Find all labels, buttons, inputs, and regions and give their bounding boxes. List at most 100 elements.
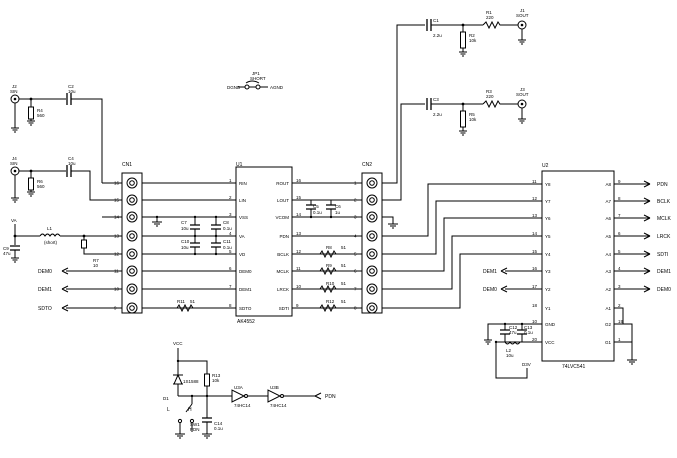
- c2-value: 10u: [68, 89, 76, 94]
- cn2-hole-inner: [369, 268, 375, 274]
- r9-value: 51: [341, 263, 347, 268]
- j3-value: SOUT: [516, 92, 529, 97]
- c4-value: 10u: [68, 161, 76, 166]
- cn2-hole-inner: [369, 180, 375, 186]
- cn1-hole: [126, 265, 138, 277]
- l1-label: L1: [47, 226, 53, 231]
- u1-pin-number: 2: [229, 195, 232, 200]
- u2-mclk-label: MCLK: [657, 216, 672, 222]
- r4-value: 560: [37, 113, 45, 118]
- cn2-hole: [366, 177, 378, 189]
- u1-pin-number: 13: [296, 231, 302, 236]
- cn1-left-signals: DEM0 DEM1 SDTO: [38, 267, 122, 312]
- l2-value: 10u: [506, 353, 514, 358]
- u1-pin-number: 5: [229, 249, 232, 254]
- u1-pin-name: VSS: [239, 215, 248, 220]
- c1-value: 2.2u: [433, 33, 442, 38]
- u1-pin-name: BCLK: [277, 252, 289, 257]
- u2-pin-name: Y8: [545, 182, 551, 187]
- j3-label: J3: [520, 87, 525, 92]
- cn2-hole-inner: [369, 305, 375, 311]
- switch-l-label: L: [167, 407, 170, 413]
- cn1-hole-inner: [129, 180, 135, 186]
- r8-value: 51: [341, 245, 347, 250]
- l1-value: (short): [44, 240, 58, 245]
- u2-pin-name: G1: [605, 340, 612, 345]
- u2-pin-number: 7: [618, 213, 621, 218]
- c10-value: 10u: [181, 245, 189, 250]
- u2-pin-name: GND: [545, 322, 556, 327]
- u2-pin-name: A8: [605, 182, 611, 187]
- c12-value: 47u: [509, 330, 517, 335]
- r12-value: 51: [341, 299, 347, 304]
- j2-label: J2: [12, 84, 17, 89]
- u2-pin-name: A7: [605, 199, 611, 204]
- reset-pdn-label: PDN: [325, 394, 336, 400]
- input-stage-j4: J4 SIN R6 560 C4 10u: [10, 156, 102, 203]
- u2-right-signals: PDN BCLK MCLK LRCK SDTI DEM1 DEM0: [614, 180, 672, 365]
- c6-label: C6: [335, 204, 341, 209]
- u2-pin-number: 4: [618, 266, 621, 271]
- u1-pin-number: 7: [229, 284, 232, 289]
- reset-section: VCC PDN D1 1S1588 R13 10k U3A 74HC14 U: [163, 341, 336, 439]
- agnd-label: AGND: [270, 85, 284, 90]
- cn1-sdto-label: SDTO: [38, 306, 52, 312]
- cn2-hole: [366, 211, 378, 223]
- cn2-hole: [366, 265, 378, 277]
- r13-value: 10k: [212, 378, 220, 383]
- d3v-label: D3V: [522, 362, 531, 367]
- u2-pin-number: 9: [618, 179, 621, 184]
- u2-pin-name: A2: [605, 287, 611, 292]
- r10-label: R10: [326, 281, 335, 286]
- u1-pin-number: 6: [229, 266, 232, 271]
- u3b-part: 74HC14: [270, 403, 287, 408]
- cn1-dem1-label: DEM1: [38, 287, 52, 293]
- c4-label: C4: [68, 156, 74, 161]
- ic-u1: U1 AK4552 1RIN16ROUT2LIN15LOUT3VSS14VCOM…: [229, 162, 302, 325]
- u2-pin-name: Y7: [545, 199, 551, 204]
- u1-pin-name: VD: [239, 252, 246, 257]
- c14-value: 0.1u: [214, 426, 223, 431]
- series-resistors: R8 51 R9 51 R10 51 R12 51 R11 51: [176, 245, 347, 313]
- cn1-hole-inner: [129, 251, 135, 257]
- u2-pin-number: 16: [532, 266, 538, 271]
- r3-label: R3: [486, 89, 492, 94]
- u1-pin-number: 14: [296, 212, 302, 217]
- sw1-label: SW1: [190, 422, 200, 427]
- r11-label: R11: [177, 299, 185, 304]
- wires-cn2-u2: DEM1 DEM0: [382, 183, 542, 309]
- c5-label: C5: [313, 204, 319, 209]
- r2-label: R2: [469, 33, 475, 38]
- cn2-hole: [366, 283, 378, 295]
- u2-pin-name: Y6: [545, 216, 551, 221]
- u2-dem1-label: DEM1: [483, 269, 497, 275]
- jp1-value: SHORT: [250, 76, 266, 81]
- u2-dem0-label: DEM0: [483, 287, 497, 293]
- u2-pin-number: 17: [532, 284, 538, 289]
- cn1-hole: [126, 211, 138, 223]
- u2-pdn-label: PDN: [657, 182, 668, 188]
- u1-pin-name: DEM1: [239, 287, 252, 292]
- input-stage-j2: J2 SIN R4 560 C2 10u: [10, 84, 103, 183]
- cn1-hole-inner: [129, 233, 135, 239]
- cn1-hole-inner: [129, 197, 135, 203]
- cn2-hole: [366, 230, 378, 242]
- ic-u2: U2 74LVC541 11Y89A812Y78A713Y67A614Y56A5…: [532, 163, 624, 370]
- u2-pin-name: A6: [605, 216, 611, 221]
- decoupling-section: C7 10u C8 0.1u C10 10u C11 0.1u: [152, 215, 232, 256]
- u1-pin-name: ROUT: [276, 181, 289, 186]
- u1-pin-name: LOUT: [277, 198, 289, 203]
- r8-label: R8: [326, 245, 332, 250]
- u1-pin-name: LRCK: [277, 287, 289, 292]
- u2-part-label: 74LVC541: [562, 364, 585, 370]
- sw1-value: PDN: [190, 427, 200, 432]
- u1-pin-number: 1: [229, 178, 232, 183]
- r11-value: 51: [190, 299, 196, 304]
- r6-value: 560: [37, 184, 45, 189]
- vcc-label: VCC: [173, 341, 183, 346]
- cn2-hole: [366, 302, 378, 314]
- u2-sdti-label: SDTI: [657, 252, 668, 258]
- c13-label: C13: [524, 325, 533, 330]
- cn2-hole: [366, 248, 378, 260]
